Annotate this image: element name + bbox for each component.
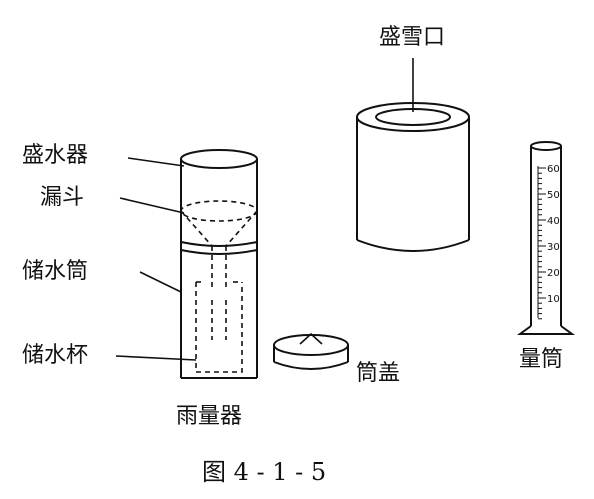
scale-tick-label: 40 [547,216,560,227]
water-container-leader [127,157,185,167]
label-rain-gauge: 雨量器 [176,404,243,429]
label-cylinder-lid: 筒盖 [356,361,401,386]
water-container-top [180,149,258,169]
snow-mouth-cylinder [356,58,470,252]
storage-cup-leader [115,355,197,361]
scale-tick-label: 50 [547,190,560,201]
figure-caption: 图 4 - 1 - 5 [202,458,327,486]
label-snow-mouth: 盛雪口 [379,25,446,50]
gauge-joint-ring-bottom [180,249,258,255]
scale-tick-label: 60 [547,164,560,175]
lid-handle [299,332,323,345]
label-measuring-cylinder: 量筒 [519,347,564,372]
label-funnel: 漏斗 [40,185,85,210]
storage-cylinder-leader [139,271,182,293]
label-leaders [115,157,197,361]
funnel-leader [119,197,185,214]
gauge-joint-ring-top [180,241,258,247]
storage-cup-shape [195,281,243,373]
measuring-scale [537,166,546,320]
cylinder-lid [273,332,349,370]
scale-tick-label: 30 [547,242,560,253]
measuring-scale-labels: 60 50 40 30 20 10 [547,164,560,305]
snow-mouth-bottom [356,239,470,252]
funnel-shape [180,200,258,290]
measuring-cylinder: 60 50 40 30 20 10 [516,141,576,335]
scale-tick-label: 20 [547,268,560,279]
scale-tick-label: 10 [547,294,560,305]
label-storage-cylinder: 储水筒 [22,259,89,284]
rain-gauge [180,149,258,379]
label-storage-cup: 储水杯 [22,343,89,368]
label-water-container: 盛水器 [22,143,89,168]
